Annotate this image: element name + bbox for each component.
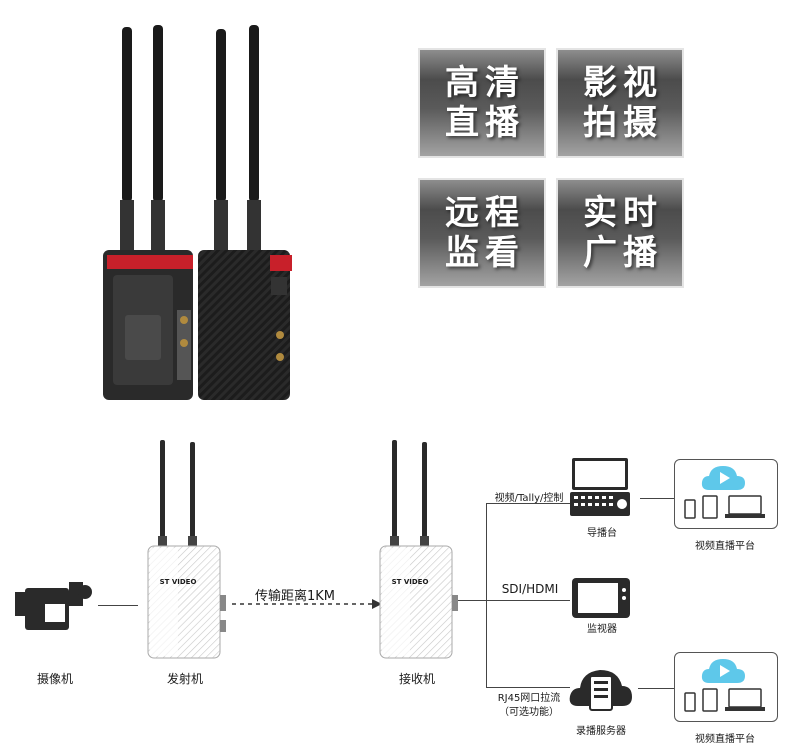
server-label: 录播服务器 <box>576 726 626 737</box>
monitor-icon <box>572 578 630 618</box>
cloud-devices-icon <box>684 659 765 712</box>
live-platform-box <box>674 652 778 722</box>
tile-text: 高清 <box>445 63 525 103</box>
tile-text: 远程 <box>445 193 525 233</box>
tile-text: 监看 <box>445 233 525 273</box>
server-icon <box>569 670 632 711</box>
branch-bottom-label: RJ45网口拉流 <box>497 693 561 704</box>
tile-text: 影视 <box>583 63 663 103</box>
feature-tile-film: 影视 拍摄 <box>556 48 684 158</box>
feature-tile-broadcast: 实时 广播 <box>556 178 684 288</box>
connector-line <box>486 600 570 601</box>
receiver-label: 接收机 <box>398 672 435 686</box>
platform-label-top: 视频直播平台 <box>695 541 755 552</box>
branch-top-label: 视频/Tally/控制 <box>494 493 564 504</box>
tile-text: 广播 <box>583 233 663 273</box>
feature-tile-hd-live: 高清 直播 <box>418 48 546 158</box>
transmitter-icon <box>147 440 226 659</box>
distance-label: 传输距离1KM <box>254 589 335 604</box>
antenna-icon <box>120 25 261 250</box>
connector-line <box>638 688 674 689</box>
tile-text: 直播 <box>445 103 525 143</box>
connector-line <box>486 503 570 504</box>
camera-label: 摄像机 <box>36 672 73 686</box>
device-brand-label: ST VIDEO <box>391 578 429 586</box>
branch-mid-label: SDI/HDMI <box>501 582 559 596</box>
connector-line <box>640 498 674 499</box>
tile-text: 拍摄 <box>583 103 663 143</box>
feature-tile-remote-monitor: 远程 监看 <box>418 178 546 288</box>
live-platform-box <box>674 459 778 529</box>
tile-text: 实时 <box>583 193 663 233</box>
product-photo <box>103 25 292 400</box>
receiver-icon <box>379 440 458 659</box>
camera-icon <box>15 582 92 630</box>
platform-label-bottom: 视频直播平台 <box>695 734 755 745</box>
cloud-devices-icon <box>684 466 765 519</box>
branch-bottom-note: （可选功能） <box>499 707 559 718</box>
connector-line <box>486 687 570 688</box>
wireless-link-arrow <box>232 599 382 609</box>
transmitter-label: 发射机 <box>166 672 203 686</box>
connector-line <box>458 600 486 601</box>
device-brand-label: ST VIDEO <box>159 578 197 586</box>
switcher-label: 导播台 <box>587 528 617 539</box>
monitor-label: 监视器 <box>587 624 617 635</box>
switcher-icon <box>570 458 630 516</box>
connector-line <box>486 503 487 687</box>
connector-line <box>98 605 138 606</box>
